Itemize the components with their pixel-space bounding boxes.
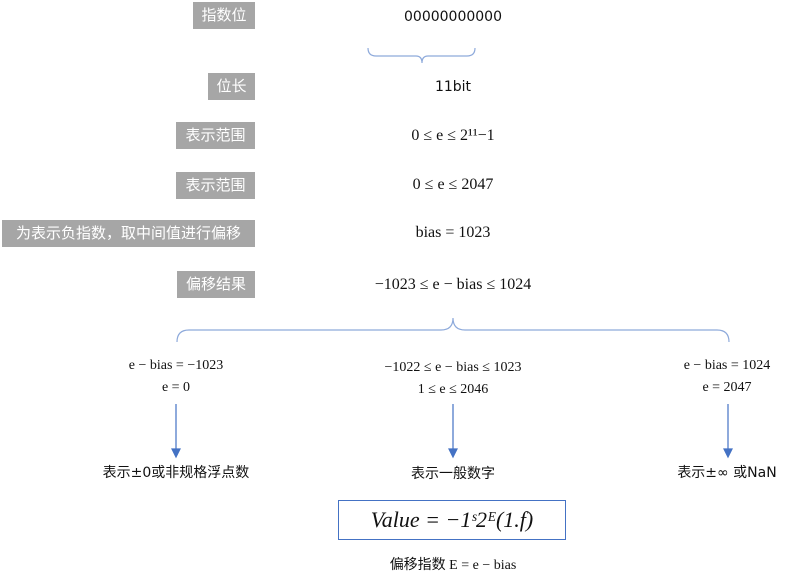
- value-formula-box: Value = −1ˢ2ᴱ(1.f): [338, 500, 566, 540]
- branch-right-line1: e − bias = 1024: [683, 358, 771, 373]
- label-exponent-bits: 指数位: [193, 2, 255, 29]
- branch-left-line1: e − bias = −1023: [128, 358, 224, 373]
- label-bias-result: 偏移结果: [177, 271, 255, 298]
- branch-right-result: 表示±∞ 或NaN: [677, 465, 777, 481]
- arrowhead-middle: [448, 448, 458, 459]
- label-bias-explanation: 为表示负指数，取中间值进行偏移: [2, 220, 255, 247]
- arrowhead-left: [171, 448, 181, 459]
- value-range-2: 0 ≤ e ≤ 2047: [412, 176, 494, 193]
- value-bit-length: 11bit: [434, 79, 472, 95]
- branch-left-result: 表示±0或非规格浮点数: [102, 465, 250, 481]
- small-brace: [367, 47, 476, 64]
- arrowhead-right: [723, 448, 733, 459]
- label-range-2: 表示范围: [176, 172, 255, 199]
- caption-biased-exponent: 偏移指数 E = e − bias: [389, 558, 517, 573]
- label-range-1: 表示范围: [176, 122, 255, 149]
- big-brace: [176, 317, 730, 343]
- label-bit-length: 位长: [208, 73, 255, 100]
- branch-middle-result: 表示一般数字: [411, 466, 495, 482]
- branch-right-line2: e = 2047: [702, 380, 752, 395]
- branch-middle-line2: 1 ≤ e ≤ 2046: [417, 382, 489, 397]
- branch-middle-line1: −1022 ≤ e − bias ≤ 1023: [384, 360, 522, 375]
- value-exponent-bits: 00000000000: [404, 9, 502, 25]
- value-bias-result: −1023 ≤ e − bias ≤ 1024: [374, 276, 532, 293]
- value-bias: bias = 1023: [415, 224, 491, 241]
- branch-left-line2: e = 0: [161, 380, 191, 395]
- value-range-1: 0 ≤ e ≤ 2¹¹−1: [411, 127, 495, 144]
